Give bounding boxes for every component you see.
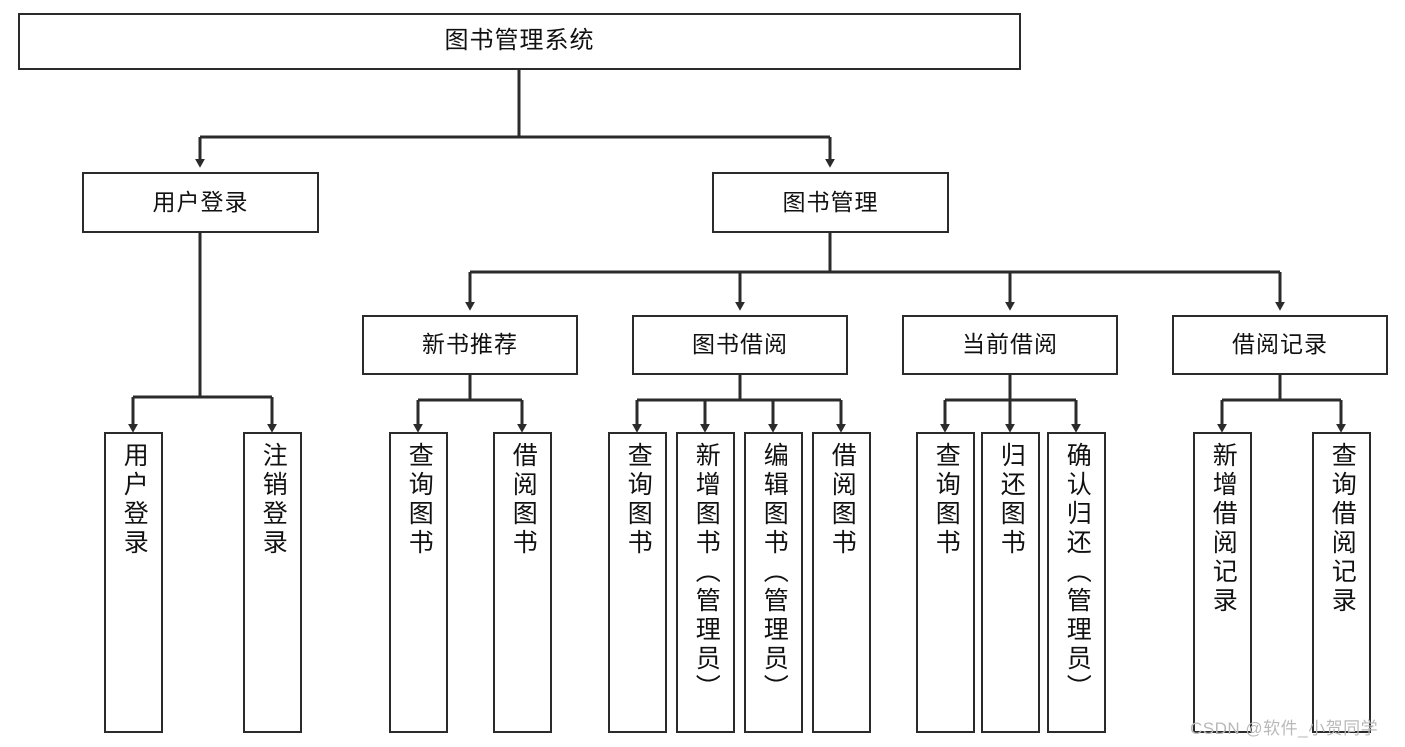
node-leaf-add-book-admin[interactable]: 新增图书（管理员） <box>676 432 735 733</box>
node-book-management[interactable]: 图书管理 <box>712 172 949 233</box>
node-leaf-borrow-book-recommendation[interactable]: 借阅图书 <box>493 432 552 733</box>
node-book-borrow[interactable]: 图书借阅 <box>632 315 848 375</box>
node-label: 用户登录 <box>120 442 149 558</box>
node-label: 新增借阅记录 <box>1209 442 1238 616</box>
node-label: 查询图书 <box>405 442 434 558</box>
node-label: 新增图书（管理员） <box>692 442 721 703</box>
node-label: 归还图书 <box>997 442 1026 558</box>
node-leaf-query-book-recommendation[interactable]: 查询图书 <box>389 432 448 733</box>
node-label: 编辑图书（管理员） <box>760 442 789 703</box>
node-leaf-edit-book-admin[interactable]: 编辑图书（管理员） <box>744 432 803 733</box>
node-label: 查询图书 <box>624 442 653 558</box>
node-root-book-management-system[interactable]: 图书管理系统 <box>18 13 1021 70</box>
node-label: 图书管理系统 <box>444 27 595 55</box>
node-leaf-borrow-book-borrow[interactable]: 借阅图书 <box>812 432 871 733</box>
node-new-book-recommendation[interactable]: 新书推荐 <box>362 315 578 375</box>
node-label: 当前借阅 <box>962 331 1058 358</box>
node-label: 图书管理 <box>782 188 879 215</box>
node-label: 新书推荐 <box>422 331 518 358</box>
node-label: 确认归还（管理员） <box>1063 442 1092 703</box>
node-label: 注销登录 <box>259 442 288 558</box>
node-label: 图书借阅 <box>692 331 788 358</box>
node-leaf-query-book-current[interactable]: 查询图书 <box>916 432 975 733</box>
node-label: 查询借阅记录 <box>1328 442 1357 616</box>
node-leaf-user-login[interactable]: 用户登录 <box>104 432 163 733</box>
node-label: 借阅图书 <box>828 442 857 558</box>
node-leaf-query-borrow-record[interactable]: 查询借阅记录 <box>1312 432 1371 733</box>
node-leaf-confirm-return-admin[interactable]: 确认归还（管理员） <box>1047 432 1106 733</box>
node-label: 借阅图书 <box>509 442 538 558</box>
node-label: 借阅记录 <box>1232 331 1328 358</box>
node-leaf-query-book-borrow[interactable]: 查询图书 <box>608 432 667 733</box>
node-label: 用户登录 <box>152 188 249 215</box>
csdn-watermark: CSDN @软件_小贺同学 <box>1190 719 1379 738</box>
node-borrow-record[interactable]: 借阅记录 <box>1172 315 1388 375</box>
node-leaf-add-borrow-record[interactable]: 新增借阅记录 <box>1193 432 1252 733</box>
node-user-login[interactable]: 用户登录 <box>82 172 319 233</box>
node-leaf-return-book[interactable]: 归还图书 <box>981 432 1040 733</box>
node-leaf-logout[interactable]: 注销登录 <box>243 432 302 733</box>
node-label: 查询图书 <box>932 442 961 558</box>
node-current-borrow[interactable]: 当前借阅 <box>902 315 1118 375</box>
